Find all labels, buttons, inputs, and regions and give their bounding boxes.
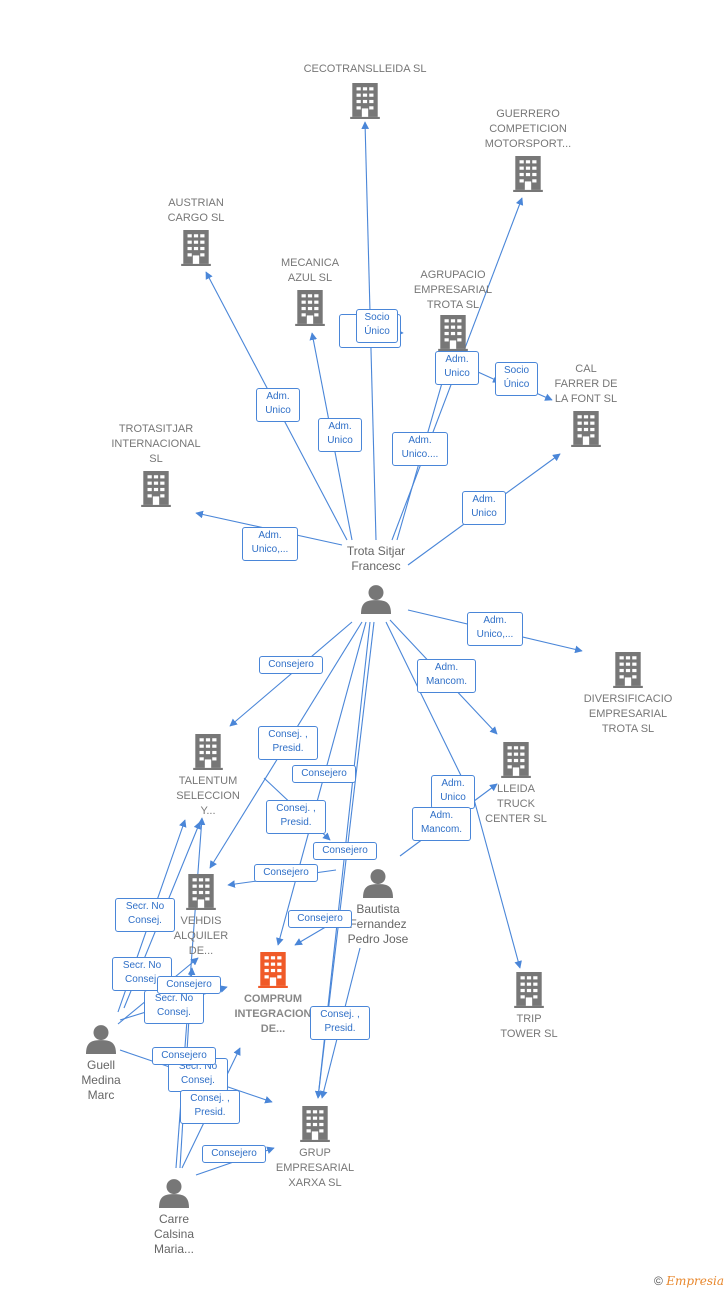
- edge-label[interactable]: Consejero: [259, 656, 323, 674]
- building-icon: [571, 411, 601, 447]
- edge-label[interactable]: Consejero: [157, 976, 221, 994]
- edge-label[interactable]: Consejero: [288, 910, 352, 928]
- node-label: Carre Calsina Maria...: [153, 1212, 195, 1256]
- company-cal-farrer[interactable]: CAL FARRER DE LA FONT SL: [538, 362, 634, 447]
- copyright-symbol: ©: [654, 1274, 663, 1288]
- company-trip-tower[interactable]: TRIP TOWER SL: [484, 972, 574, 1042]
- building-icon: [258, 952, 288, 988]
- edge-label[interactable]: Adm. Unico: [318, 418, 362, 452]
- edge-label[interactable]: Consej. , Presid.: [258, 726, 318, 760]
- node-label: TROTASITJAR INTERNACIONAL SL: [111, 423, 201, 465]
- edge-label[interactable]: Adm. Unico: [435, 351, 479, 385]
- company-trotasitjar[interactable]: TROTASITJAR INTERNACIONAL SL: [96, 422, 216, 507]
- node-label: DIVERSIFICACIO EMPRESARIAL TROTA SL: [583, 693, 673, 735]
- edge-line: [471, 791, 522, 969]
- edge-label[interactable]: Consej. , Presid.: [180, 1090, 240, 1124]
- node-label: COMPRUM INTEGRACION DE...: [234, 993, 312, 1035]
- node-label: Bautista Fernandez Pedro Jose: [347, 902, 409, 946]
- edge-label[interactable]: Secr. No Consej.: [115, 898, 175, 932]
- edge-label[interactable]: Socio Único: [356, 309, 398, 343]
- footer-credit: © Empresia: [654, 1274, 724, 1288]
- edge-label[interactable]: Adm. Unico,...: [467, 612, 523, 646]
- node-label: AGRUPACIO EMPRESARIAL TROTA SL: [413, 269, 493, 311]
- node-label: CAL FARRER DE LA FONT SL: [554, 363, 618, 405]
- person-icon: [86, 1024, 116, 1054]
- person-icon: [361, 584, 391, 614]
- edge-label[interactable]: Adm. Mancom.: [412, 807, 471, 841]
- building-icon: [501, 742, 531, 778]
- edge-label[interactable]: Consejero: [254, 864, 318, 882]
- edge-label[interactable]: Consejero: [313, 842, 377, 860]
- edge-label[interactable]: Adm. Unico....: [392, 432, 448, 466]
- node-label: MECANICA AZUL SL: [280, 257, 340, 284]
- company-agrupacio[interactable]: AGRUPACIO EMPRESARIAL TROTA SL: [403, 268, 503, 351]
- company-diversificacio[interactable]: DIVERSIFICACIO EMPRESARIAL TROTA SL: [565, 652, 691, 737]
- company-cecotransleida[interactable]: CECOTRANSLLEIDA SL: [290, 62, 440, 119]
- node-label: LLEIDA TRUCK CENTER SL: [485, 783, 547, 825]
- edge-label[interactable]: Secr. No Consej.: [144, 990, 204, 1024]
- edge-label[interactable]: Consejero: [292, 765, 356, 783]
- building-icon: [181, 230, 211, 266]
- edge-label[interactable]: Consejero: [152, 1047, 216, 1065]
- person-trota-sitjar[interactable]: Trota Sitjar Francesc: [326, 544, 426, 614]
- node-label: GRUP EMPRESARIAL XARXA SL: [275, 1147, 355, 1189]
- building-icon: [514, 972, 544, 1008]
- edge-label[interactable]: Adm. Mancom.: [417, 659, 476, 693]
- company-guerrero[interactable]: GUERRERO COMPETICION MOTORSPORT...: [468, 107, 588, 192]
- edge-label[interactable]: Adm. Unico: [462, 491, 506, 525]
- person-icon: [159, 1178, 189, 1208]
- node-label: Trota Sitjar Francesc: [346, 544, 406, 573]
- edge-line: [276, 621, 367, 946]
- edge-label[interactable]: Consej. , Presid.: [310, 1006, 370, 1040]
- company-mecanica[interactable]: MECANICA AZUL SL: [262, 256, 358, 326]
- company-austrian[interactable]: AUSTRIAN CARGO SL: [146, 196, 246, 266]
- building-icon: [193, 734, 223, 770]
- edge-label[interactable]: Adm. Unico,...: [242, 527, 298, 561]
- building-icon: [141, 471, 171, 507]
- edge-label[interactable]: Consejero: [202, 1145, 266, 1163]
- building-icon: [295, 290, 325, 326]
- edge-line: [385, 621, 469, 791]
- company-comprum[interactable]: COMPRUM INTEGRACION DE...: [220, 952, 326, 1037]
- company-lleida-truck[interactable]: LLEIDA TRUCK CENTER SL: [468, 742, 564, 827]
- edge-label[interactable]: Secr. No Consej.: [112, 957, 172, 991]
- person-bautista[interactable]: Bautista Fernandez Pedro Jose: [330, 868, 426, 947]
- company-grup-xarxa[interactable]: GRUP EMPRESARIAL XARXA SL: [262, 1106, 368, 1191]
- building-icon: [613, 652, 643, 688]
- person-icon: [363, 868, 393, 898]
- building-icon: [350, 83, 380, 119]
- node-label: VEHDIS ALQUILER DE...: [173, 915, 229, 957]
- edge-label[interactable]: Consej. , Presid.: [266, 800, 326, 834]
- node-label: TALENTUM SELECCION Y...: [176, 775, 240, 817]
- building-icon: [513, 156, 543, 192]
- person-guell[interactable]: Guell Medina Marc: [66, 1024, 136, 1103]
- building-icon: [438, 315, 468, 351]
- edge-label[interactable]: Adm. Unico: [256, 388, 300, 422]
- company-talentum[interactable]: TALENTUM SELECCION Y...: [160, 734, 256, 819]
- person-carre[interactable]: Carre Calsina Maria...: [136, 1178, 212, 1257]
- edge-line: [535, 392, 553, 401]
- edge-label[interactable]: Socio Único: [495, 362, 538, 396]
- edge-line: [229, 621, 353, 727]
- edge-label[interactable]: Adm. Unico: [431, 775, 475, 809]
- node-label: GUERRERO COMPETICION MOTORSPORT...: [484, 108, 572, 150]
- node-label: CECOTRANSLLEIDA SL: [303, 63, 427, 75]
- brand-logo[interactable]: Empresia: [666, 1274, 724, 1288]
- building-icon: [186, 874, 216, 910]
- node-label: AUSTRIAN CARGO SL: [167, 197, 225, 224]
- company-vehdis[interactable]: VEHDIS ALQUILER DE...: [156, 874, 246, 959]
- building-icon: [300, 1106, 330, 1142]
- node-label: TRIP TOWER SL: [500, 1013, 558, 1040]
- node-label: Guell Medina Marc: [81, 1058, 121, 1102]
